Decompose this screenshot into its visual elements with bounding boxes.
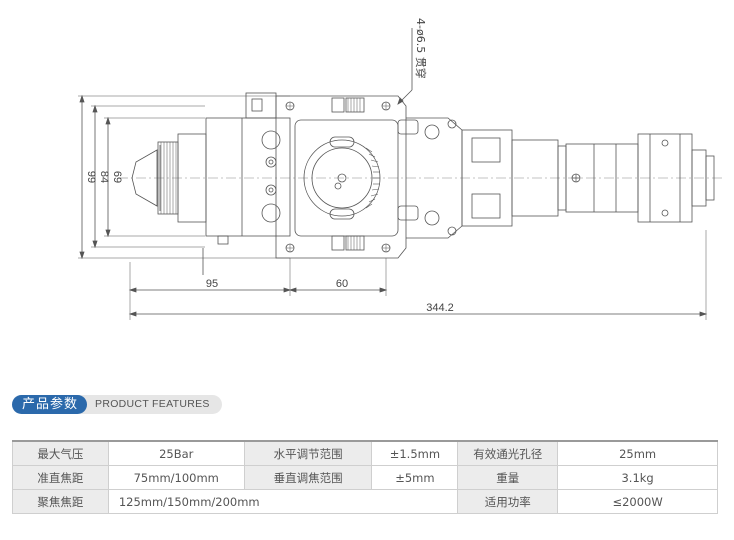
table-row: 准直焦距 75mm/100mm 垂直调焦范围 ±5mm 重量 3.1kg xyxy=(12,465,718,490)
table-row: 最大气压 25Bar 水平调节范围 ±1.5mm 有效通光孔径 25mm xyxy=(12,440,718,466)
spec-label: 聚焦焦距 xyxy=(12,489,109,514)
table-row: 聚焦焦距 125mm/150mm/200mm 适用功率 ≤2000W xyxy=(12,489,718,514)
section-title-cn: 产品参数 xyxy=(12,395,88,414)
technical-drawing: 99 84 69 95 60 344.2 4-ø6.5 贯穿 xyxy=(78,18,725,320)
spec-value: ±1.5mm xyxy=(371,440,459,466)
spec-label: 重量 xyxy=(457,465,559,490)
spec-label: 准直焦距 xyxy=(12,465,109,490)
specs-table: 最大气压 25Bar 水平调节范围 ±1.5mm 有效通光孔径 25mm 准直焦… xyxy=(12,440,718,514)
spec-value: 25Bar xyxy=(107,440,245,466)
spec-value: 75mm/100mm xyxy=(107,465,245,490)
spec-value: ±5mm xyxy=(371,465,459,490)
spec-label: 水平调节范围 xyxy=(243,440,373,466)
spec-label: 垂直调焦范围 xyxy=(243,465,373,490)
dim-99: 99 xyxy=(85,171,97,183)
spec-value: 125mm/150mm/200mm xyxy=(107,489,459,514)
dim-69: 69 xyxy=(111,171,123,183)
hole-note: 4-ø6.5 贯穿 xyxy=(414,18,428,79)
spec-label: 有效通光孔径 xyxy=(457,440,559,466)
section-header: 产品参数 PRODUCT FEATURES xyxy=(12,395,222,414)
spec-value: 25mm xyxy=(557,440,718,466)
dim-344-2: 344.2 xyxy=(426,302,454,314)
dim-95: 95 xyxy=(206,278,218,290)
spec-label: 最大气压 xyxy=(12,440,109,466)
dim-60: 60 xyxy=(336,278,348,290)
spec-label: 适用功率 xyxy=(457,489,559,514)
spec-value: ≤2000W xyxy=(557,489,718,514)
dim-84: 84 xyxy=(98,171,110,183)
spec-value: 3.1kg xyxy=(557,465,718,490)
section-title-en: PRODUCT FEATURES xyxy=(77,395,222,414)
